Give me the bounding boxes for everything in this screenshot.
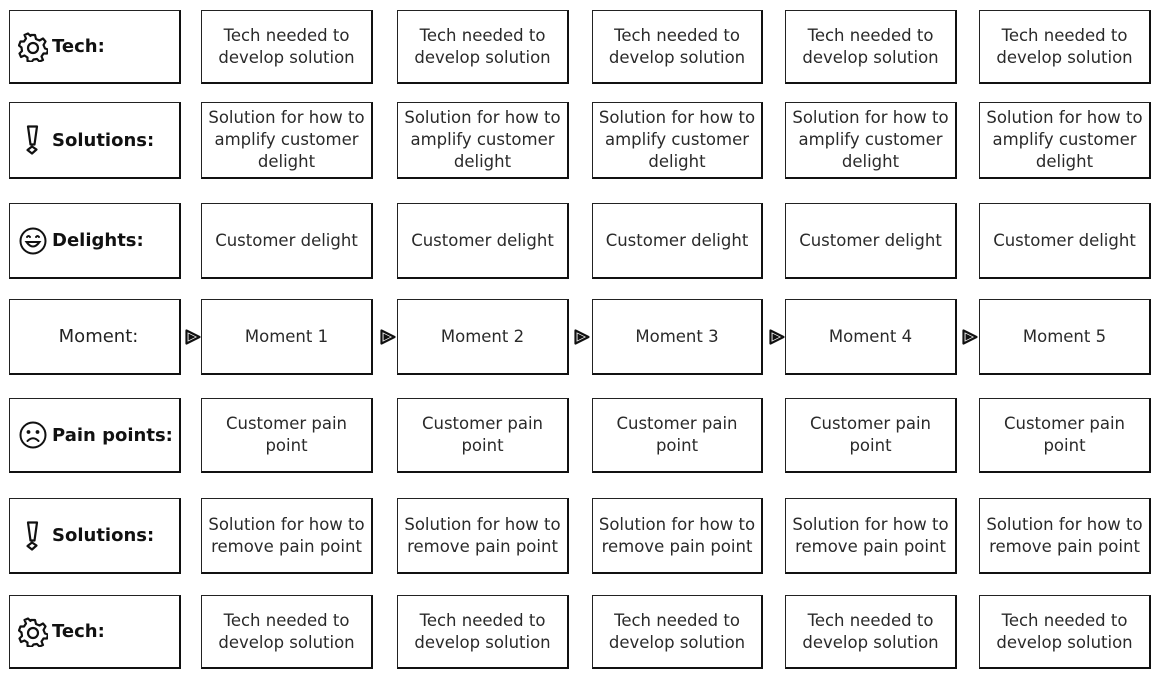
cell-text: Customer delight [215,230,358,250]
cell-box: Moment 5 [979,299,1151,375]
row-label: Solutions: [52,129,155,151]
cell-box: Solution for how to amplify customer del… [785,102,957,179]
cell-text: Moment 2 [440,326,525,346]
cell-text: Tech needed to develop solution [414,25,551,67]
cell-text: Moment 5 [1022,326,1107,346]
cell-text: Solution for how to remove pain point [404,514,561,556]
cell-box: Solution for how to amplify customer del… [397,102,569,179]
cell-box: Tech needed to develop solution [592,595,763,669]
row-label: Tech: [52,36,105,57]
cell-text: Moment 4 [828,326,913,346]
flow-arrow-icon [379,328,397,346]
row-label: Tech: [52,621,105,642]
row-label: Solutions: [52,525,155,546]
cell-box: Moment 4 [785,299,957,375]
cell-box: Tech needed to develop solution [592,10,763,84]
row-label-box: Moment: [9,299,181,375]
cell-text: Customer delight [411,230,554,250]
gear-icon [18,616,48,647]
cell-text: Tech needed to develop solution [802,25,939,67]
cell-text: Tech needed to develop solution [608,610,746,652]
cell-box: Customer pain point [979,398,1151,473]
sad-face-icon [18,420,48,450]
cell-box: Solution for how to amplify customer del… [979,102,1151,179]
cell-box: Tech needed to develop solution [785,595,957,669]
cell-box: Customer delight [979,203,1151,279]
exclamation-icon [18,520,48,551]
cell-text: Customer delight [993,230,1136,250]
row-label-box: Tech: [9,10,181,84]
cell-box: Solution for how to remove pain point [592,498,763,574]
cell-text: Moment 1 [244,326,329,346]
row-label-box: Solutions: [9,102,181,179]
cell-text: Solution for how to amplify customer del… [792,108,949,171]
cell-text: Tech needed to develop solution [414,610,551,652]
cell-box: Moment 1 [201,299,373,375]
cell-box: Tech needed to develop solution [397,10,569,84]
cell-text: Customer delight [605,230,749,250]
cell-box: Solution for how to remove pain point [785,498,957,574]
cell-text: Customer delight [799,230,942,250]
cell-box: Customer delight [785,203,957,279]
cell-box: Customer pain point [201,398,373,473]
row-label-box: Solutions: [9,498,181,574]
cell-text: Tech needed to develop solution [218,610,355,652]
gear-icon [18,31,48,62]
exclamation-icon [18,125,48,155]
cell-text: Solution for how to remove pain point [598,514,756,556]
smiley-face-icon [18,226,48,256]
cell-box: Solution for how to amplify customer del… [592,102,763,179]
cell-box: Tech needed to develop solution [979,10,1151,84]
flow-arrow-icon [184,328,202,346]
cell-box: Tech needed to develop solution [397,595,569,669]
cell-box: Customer delight [397,203,569,279]
cell-box: Moment 2 [397,299,569,375]
cell-text: Customer pain point [809,414,932,455]
row-label: Pain points: [52,424,173,446]
cell-box: Tech needed to develop solution [201,10,373,84]
cell-text: Solution for how to amplify customer del… [208,108,365,171]
cell-box: Solution for how to amplify customer del… [201,102,373,179]
cell-text: Customer pain point [421,414,544,455]
cell-text: Solution for how to amplify customer del… [404,108,561,171]
cell-text: Customer pain point [616,414,738,455]
cell-text: Solution for how to remove pain point [792,514,949,556]
flow-arrow-icon [573,328,591,346]
cell-box: Customer pain point [397,398,569,473]
row-label: Moment: [58,326,139,347]
cell-text: Customer pain point [225,414,348,455]
cell-box: Customer pain point [592,398,763,473]
flow-arrow-icon [768,328,786,346]
cell-text: Tech needed to develop solution [996,25,1133,67]
flow-arrow-icon [961,328,979,346]
cell-text: Moment 3 [635,326,719,346]
cell-text: Tech needed to develop solution [218,25,355,67]
cell-box: Tech needed to develop solution [201,595,373,669]
cell-box: Tech needed to develop solution [785,10,957,84]
cell-text: Tech needed to develop solution [802,610,939,652]
cell-box: Customer delight [592,203,763,279]
row-label-box: Pain points: [9,398,181,473]
row-label: Delights: [52,230,144,251]
cell-box: Solution for how to remove pain point [201,498,373,574]
cell-text: Tech needed to develop solution [608,25,746,67]
cell-box: Tech needed to develop solution [979,595,1151,669]
cell-text: Solution for how to amplify customer del… [986,108,1143,171]
cell-box: Solution for how to remove pain point [979,498,1151,574]
cell-box: Solution for how to remove pain point [397,498,569,574]
cell-box: Moment 3 [592,299,763,375]
cell-text: Tech needed to develop solution [996,610,1133,652]
row-label-box: Delights: [9,203,181,279]
cell-text: Solution for how to amplify customer del… [598,108,756,171]
cell-box: Customer delight [201,203,373,279]
cell-box: Customer pain point [785,398,957,473]
cell-text: Solution for how to remove pain point [986,514,1143,556]
cell-text: Solution for how to remove pain point [208,514,365,556]
row-label-box: Tech: [9,595,181,669]
cell-text: Customer pain point [1003,414,1126,455]
